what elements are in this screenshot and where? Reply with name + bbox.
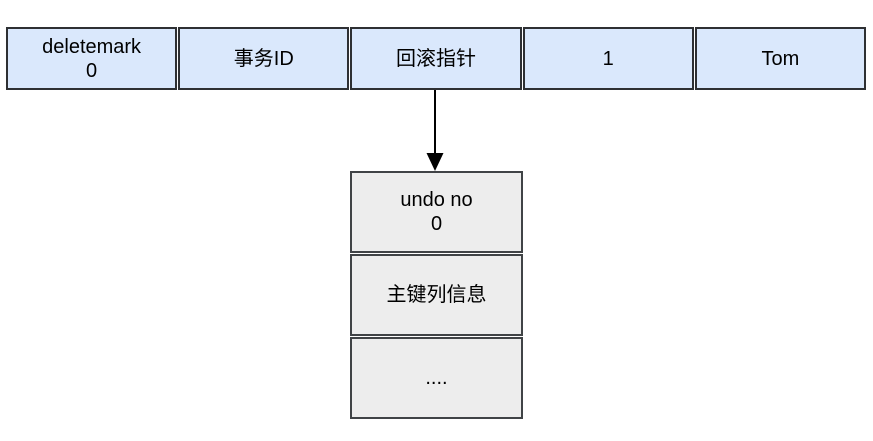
undo-cell-label: undo no	[400, 189, 473, 211]
undo-cell-label: 主键列信息	[386, 284, 487, 306]
record-cell-label: deletemark	[42, 35, 142, 58]
record-cell-transaction-id: 事务ID	[178, 27, 350, 90]
undo-log-table: undo no 0 主键列信息 ....	[350, 171, 523, 419]
arrowhead-down-icon	[426, 153, 444, 171]
record-cell-label: 回滚指针	[396, 47, 476, 70]
record-cell-deletemark: deletemark 0	[6, 27, 178, 90]
undo-cell-primary-key-info: 主键列信息	[350, 254, 523, 336]
record-cell-name-value: Tom	[694, 27, 867, 90]
record-cell-primary-key: 1	[522, 27, 694, 90]
record-cell-rollback-pointer: 回滚指针	[350, 27, 522, 90]
record-cell-label: Tom	[761, 47, 800, 70]
undo-cell-label: ....	[425, 367, 448, 389]
undo-cell-ellipsis: ....	[350, 337, 523, 419]
record-cell-label: 事务ID	[233, 47, 294, 70]
record-cell-label: 1	[602, 47, 614, 70]
record-cell-sublabel: 0	[86, 59, 98, 82]
undo-cell-sublabel: 0	[430, 213, 443, 235]
undo-cell-undo-no: undo no 0	[350, 171, 523, 253]
record-row-table: deletemark 0 事务ID 回滚指针 1 Tom	[6, 27, 867, 90]
